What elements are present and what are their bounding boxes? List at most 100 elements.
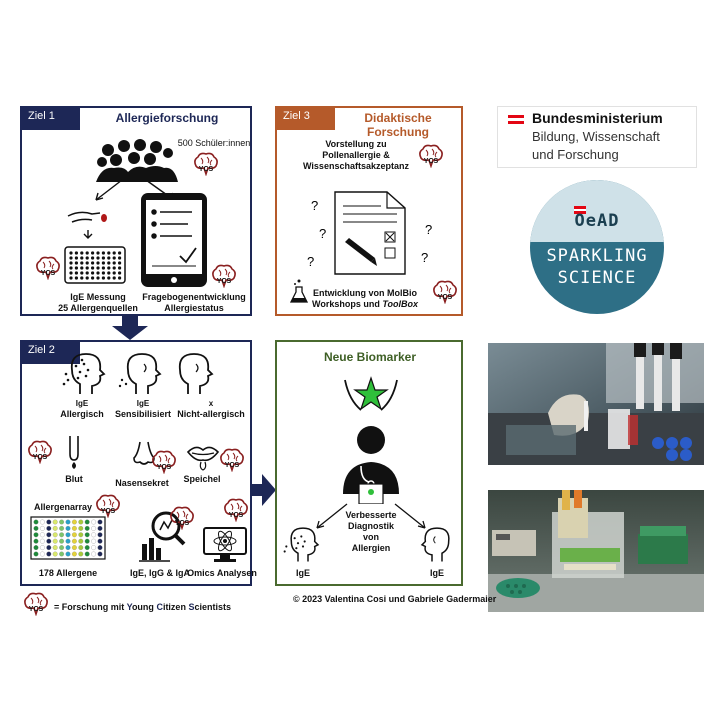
doctor-icon: [343, 426, 399, 504]
legend-word2: itizen: [162, 602, 189, 612]
array-spot: [78, 525, 84, 531]
microplate-well: [69, 261, 73, 265]
array-spot: [71, 532, 77, 538]
goal3-description-line3: Wissenschaftsakzeptanz: [303, 161, 409, 171]
array-spot: [78, 545, 84, 551]
microplate-well: [85, 256, 89, 260]
array-spot: [65, 551, 71, 557]
microplate-well: [74, 276, 78, 280]
array-spot: [78, 551, 84, 557]
ycs-badge-label: YCS: [100, 508, 116, 515]
microplate-well: [91, 261, 95, 265]
legend-s: S: [188, 602, 195, 612]
sensitized-ige: IgE: [136, 399, 150, 408]
student-crowd-icon: [96, 139, 178, 182]
array-spot: [91, 519, 97, 525]
microplate-well: [118, 276, 122, 280]
goal3-description-line2: Pollenallergie &: [322, 150, 390, 160]
ycs-badge-label: YCS: [224, 462, 240, 469]
ycs-badge-label: YCS: [156, 464, 172, 471]
microplate-well: [85, 276, 89, 280]
microplate-well: [80, 266, 84, 270]
microplate-well: [74, 266, 78, 270]
goal3-panel: Ziel 3 Didaktische Forschung Vorstellung…: [275, 106, 463, 316]
array-spot: [78, 519, 84, 525]
microplate-well: [101, 256, 105, 260]
array-spot: [46, 545, 52, 551]
microplate-well: [118, 261, 122, 265]
microplate-well: [101, 251, 105, 255]
array-spot: [52, 532, 58, 538]
ycs-badge: YCS: [34, 256, 62, 280]
biomarker-title: Neue Biomarker: [323, 350, 417, 364]
microplate-well: [118, 256, 122, 260]
brain-icon: [212, 264, 236, 288]
sensitized-text: Sensibilisiert: [114, 409, 172, 419]
legend: = Forschung mit Young Citizen Scientists: [54, 602, 231, 612]
microplate-well: [112, 251, 116, 255]
ycs-badge-label: YCS: [228, 512, 244, 519]
array-spot: [39, 519, 45, 525]
microplate-well: [107, 256, 111, 260]
array-spot: [97, 532, 103, 538]
brain-icon: [36, 256, 60, 280]
magnifier-chart-icon: [139, 511, 186, 562]
array-spot: [59, 551, 65, 557]
microplate-well: [91, 271, 95, 275]
ycs-badge-label: YCS: [174, 520, 190, 527]
goal1-tag: Ziel 1: [20, 106, 80, 130]
microplate-well: [101, 261, 105, 265]
legend-prefix: = Forschung mit: [54, 602, 127, 612]
array-spot: [33, 538, 39, 544]
microplate-well: [74, 256, 78, 260]
ministry-logo: Bundesministerium Bildung, Wissenschaft …: [497, 106, 697, 168]
array-spot: [97, 545, 103, 551]
array-spot: [39, 551, 45, 557]
microplate-well: [69, 271, 73, 275]
array-spot: [91, 532, 97, 538]
svg-text:?: ?: [319, 226, 326, 241]
microplate-well: [85, 266, 89, 270]
monitor-atom-icon: [203, 527, 247, 562]
microplate-well: [69, 276, 73, 280]
flask-icon: [289, 279, 309, 303]
ycs-badge: YCS: [192, 152, 220, 176]
saliva-label: Speichel: [183, 474, 221, 484]
biomarker-panel: Neue Biomarker Verbesserte Diagnostik vo…: [275, 340, 463, 586]
oead-line1: SPARKLING: [546, 246, 648, 266]
microplate-well: [69, 256, 73, 260]
allergic-label: IgE Allergisch: [52, 398, 112, 420]
microplate-well: [74, 261, 78, 265]
ycs-badge-label: YCS: [40, 270, 56, 277]
microplate-well: [118, 271, 122, 275]
array-spot: [84, 538, 90, 544]
ycs-badge: YCS: [94, 494, 122, 518]
array-spot: [97, 525, 103, 531]
non-allergic-head-icon: [178, 353, 214, 394]
ige-measure-label: IgE Messung 25 Allergenquellen: [58, 292, 138, 314]
finger-prick-icon: [67, 211, 107, 239]
array-spot: [97, 551, 103, 557]
array-spot: [71, 545, 77, 551]
goal3-title: Didaktische Forschung: [364, 111, 432, 139]
goal3-description-line1: Vorstellung zu: [325, 139, 387, 149]
ycs-badge: YCS: [218, 448, 246, 472]
sensitized-head-icon: [118, 353, 162, 394]
array-spot: [65, 525, 71, 531]
microplate-well: [85, 251, 89, 255]
questionnaire-label: Fragebogenentwicklung Allergiestatus: [138, 292, 250, 314]
microplate-well: [107, 261, 111, 265]
ige-measure-line1: IgE Messung: [70, 292, 126, 302]
goal1-title: Allergieforschung: [115, 111, 219, 125]
ycs-badge-label: YCS: [216, 278, 232, 285]
array-spot: [39, 538, 45, 544]
microplate-well: [85, 261, 89, 265]
legend-word1: oung: [131, 602, 157, 612]
microplate-well: [107, 276, 111, 280]
non-allergic-x: x: [208, 399, 214, 408]
microplate-well: [112, 271, 116, 275]
ministry-line1: Bundesministerium: [532, 110, 663, 126]
array-spot: [33, 519, 39, 525]
microplate-well: [96, 271, 100, 275]
allergen-array-icon: [30, 516, 106, 560]
